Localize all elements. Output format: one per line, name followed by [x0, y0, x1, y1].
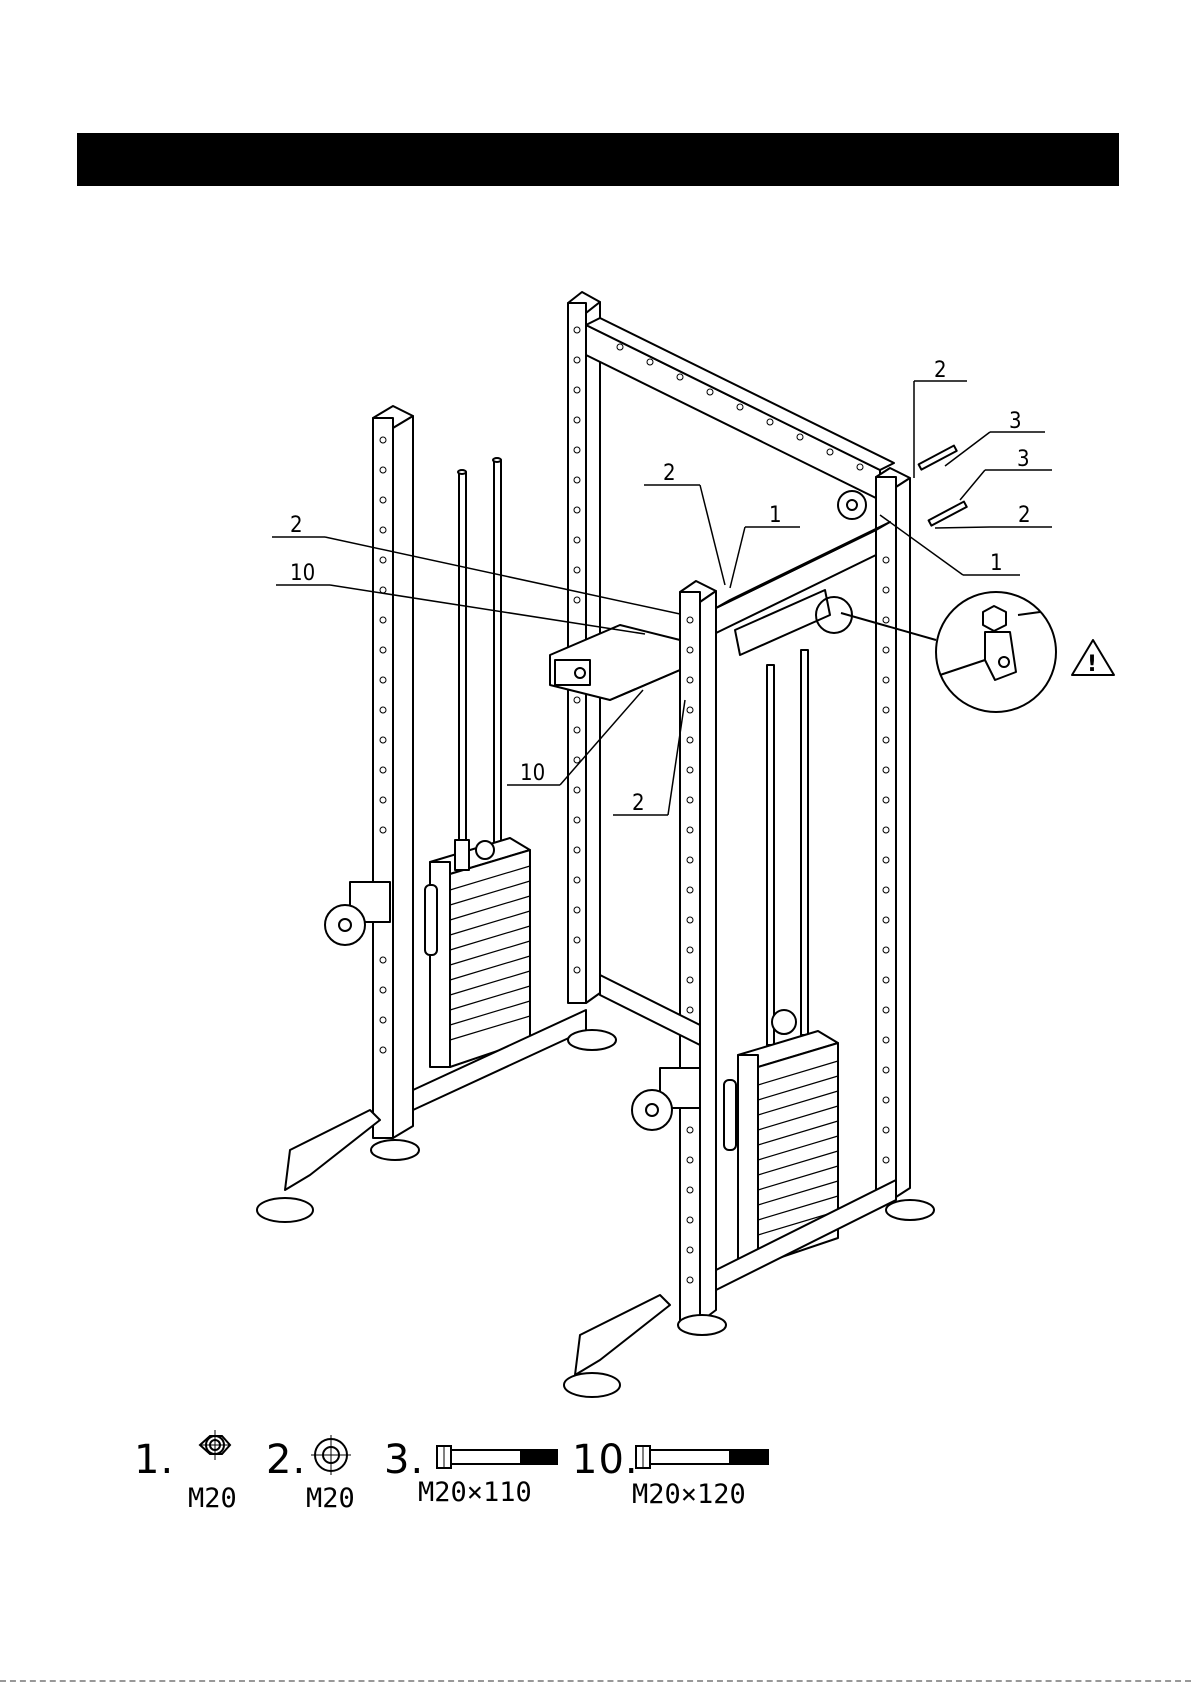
front-upright — [680, 581, 716, 1322]
bolt-icon-m20x120 — [636, 1446, 768, 1468]
part-2-number: 2. — [266, 1437, 306, 1483]
callout-10-lower: 10 — [520, 761, 545, 786]
warning-mark: ! — [1087, 652, 1097, 677]
callout-2-lower: 2 — [632, 791, 645, 816]
part-1-spec: M20 — [188, 1483, 237, 1514]
callout-2-right: 2 — [1018, 503, 1031, 528]
callout-10-left: 10 — [290, 561, 315, 586]
bolt-upper — [919, 446, 967, 526]
part-1-number: 1. — [134, 1437, 174, 1483]
callout-3-upper: 3 — [1009, 409, 1022, 434]
top-cross-beam — [586, 318, 894, 500]
pulley-cross-beam — [716, 491, 890, 655]
left-rear-upright — [373, 406, 413, 1138]
part-3-spec: M20×110 — [418, 1477, 532, 1508]
left-guide-rods — [458, 458, 501, 852]
callout-1-center: 1 — [769, 503, 782, 528]
left-weight-stack — [430, 838, 530, 1067]
bolt-icon-m20x110 — [437, 1446, 557, 1468]
hex-nut-icon — [200, 1430, 230, 1460]
callout-2-center: 2 — [663, 461, 676, 486]
right-guide-rods — [767, 650, 808, 1045]
callout-1-right: 1 — [990, 551, 1003, 576]
part-10-spec: M20×120 — [632, 1479, 746, 1510]
part-10-number: 10. — [572, 1437, 639, 1483]
detail-circle — [816, 592, 1056, 712]
callout-2-left: 2 — [290, 513, 303, 538]
page-bottom-rule — [0, 1680, 1191, 1682]
callout-3-lower: 3 — [1017, 447, 1030, 472]
callout-2-top-right: 2 — [934, 358, 947, 383]
part-2-spec: M20 — [306, 1483, 355, 1514]
washer-icon — [311, 1435, 351, 1475]
right-rear-upright — [876, 468, 910, 1197]
